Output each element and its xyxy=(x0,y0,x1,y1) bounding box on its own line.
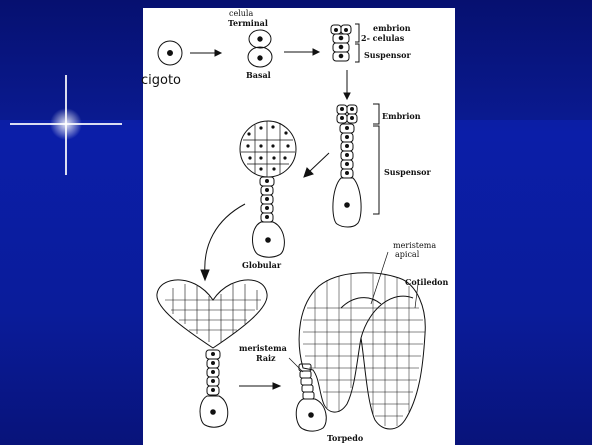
arrow-icon xyxy=(239,383,280,389)
sparkle-icon xyxy=(0,0,150,240)
label-terminal: Terminal xyxy=(228,19,268,28)
arrow-icon xyxy=(190,50,221,56)
torpedo-stage xyxy=(296,273,425,431)
label-globular: Globular xyxy=(242,261,281,270)
heart-stage xyxy=(157,280,267,427)
label-meristema-raiz-2: Raiz xyxy=(256,354,276,363)
label-torpedo: Torpedo xyxy=(327,434,363,443)
four-cell-stage xyxy=(331,25,351,61)
embryo-development-diagram xyxy=(143,8,455,445)
arrow-icon xyxy=(201,204,245,280)
label-cotiledon: Cotiledon xyxy=(405,278,448,287)
octant-stage xyxy=(333,105,361,227)
label-suspensor-1: Suspensor xyxy=(364,51,411,60)
label-suspensor-2: Suspensor xyxy=(384,168,431,177)
globular-stage xyxy=(240,121,296,257)
zygote-cell xyxy=(158,41,182,65)
label-2-celulas: 2- celulas xyxy=(361,34,404,43)
arrow-icon xyxy=(284,49,319,55)
label-embrion: embrion xyxy=(373,24,411,33)
two-cell-stage xyxy=(248,30,272,67)
label-leaders xyxy=(289,252,418,372)
diagram-panel: celula Terminal Basal cigoto embrion 2- … xyxy=(143,8,455,445)
arrow-icon xyxy=(304,153,329,177)
arrow-icon xyxy=(344,70,350,99)
label-meristema-apical-2: apical xyxy=(395,250,419,259)
label-embrion-b: Embrion xyxy=(382,112,421,121)
label-cigoto: cigoto xyxy=(141,74,181,88)
label-basal: Basal xyxy=(246,71,271,80)
label-celula: celula xyxy=(229,9,253,18)
label-meristema-apical-1: meristema xyxy=(393,241,436,250)
label-meristema-raiz-1: meristema xyxy=(239,344,287,353)
